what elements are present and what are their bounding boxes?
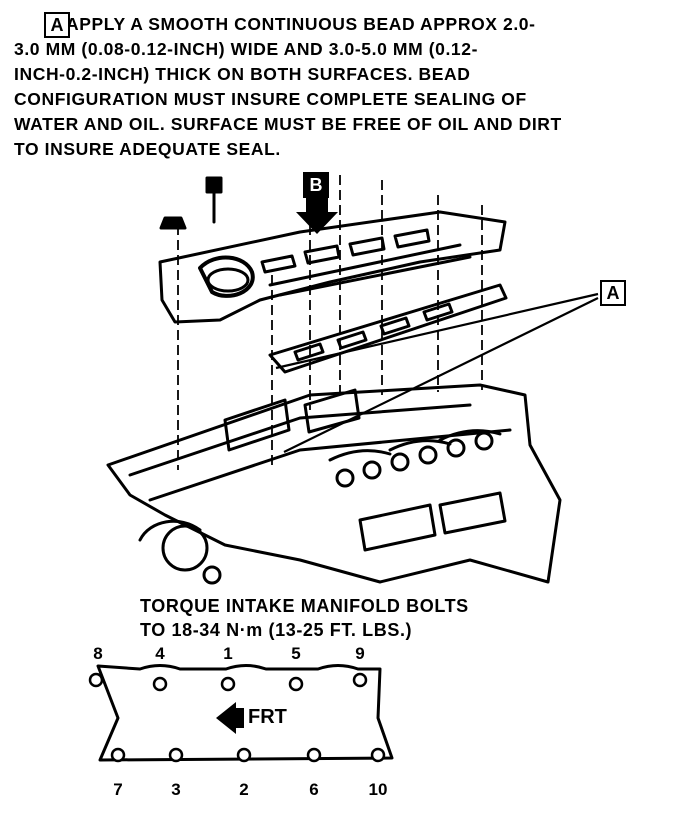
torque-line-2: TO 18-34 N·m (13-25 FT. LBS.) [140,620,413,640]
bolt-hole-7 [110,747,126,763]
torque-line-1: TORQUE INTAKE MANIFOLD BOLTS [140,596,469,616]
bolt-hole-5 [288,676,304,692]
bolt-hole-8 [88,672,104,688]
sequence-number: 1 [223,644,233,663]
sequence-number: 7 [113,780,123,799]
note-line-2: 3.0 MM (0.08-0.12-INCH) WIDE AND 3.0-5.0… [14,39,479,59]
note-callout-a: A [44,12,70,38]
callout-a: A [600,280,626,306]
sequence-number: 9 [355,644,365,663]
bolt-hole-4 [152,676,168,692]
bolt-hole-3 [168,747,184,763]
bolt-hole-6 [306,747,322,763]
bolt-hole-10 [370,747,386,763]
sequence-number: 2 [239,780,249,799]
sequence-number: 6 [309,780,319,799]
sequence-number: 8 [93,644,103,663]
sequence-number: 10 [368,780,388,799]
note-line-4: CONFIGURATION MUST INSURE COMPLETE SEALI… [14,89,527,109]
sequence-number: 3 [171,780,181,799]
note-line-3: INCH-0.2-INCH) THICK ON BOTH SURFACES. B… [14,64,471,84]
front-arrow-icon [216,702,236,734]
torque-spec: TORQUE INTAKE MANIFOLD BOLTS TO 18-34 N·… [140,594,469,642]
note-line-5: WATER AND OIL. SURFACE MUST BE FREE OF O… [14,114,562,134]
sequence-number: 5 [291,644,301,663]
bolt-hole-1 [220,676,236,692]
front-direction-label: FRT [248,706,287,728]
bolt-hole-2 [236,747,252,763]
bolt-hole-9 [352,672,368,688]
arrow-down-icon [296,198,338,234]
intake-manifold [158,210,507,324]
manifold-outline [96,664,394,762]
note-line-6: TO INSURE ADEQUATE SEAL. [14,139,281,159]
gasket-sealant-note: APPLY A SMOOTH CONTINUOUS BEAD APPROX 2.… [14,12,654,162]
callout-b: B [303,172,329,198]
note-line-1: APPLY A SMOOTH CONTINUOUS BEAD APPROX 2.… [66,14,536,34]
sequence-number: 4 [155,644,165,663]
